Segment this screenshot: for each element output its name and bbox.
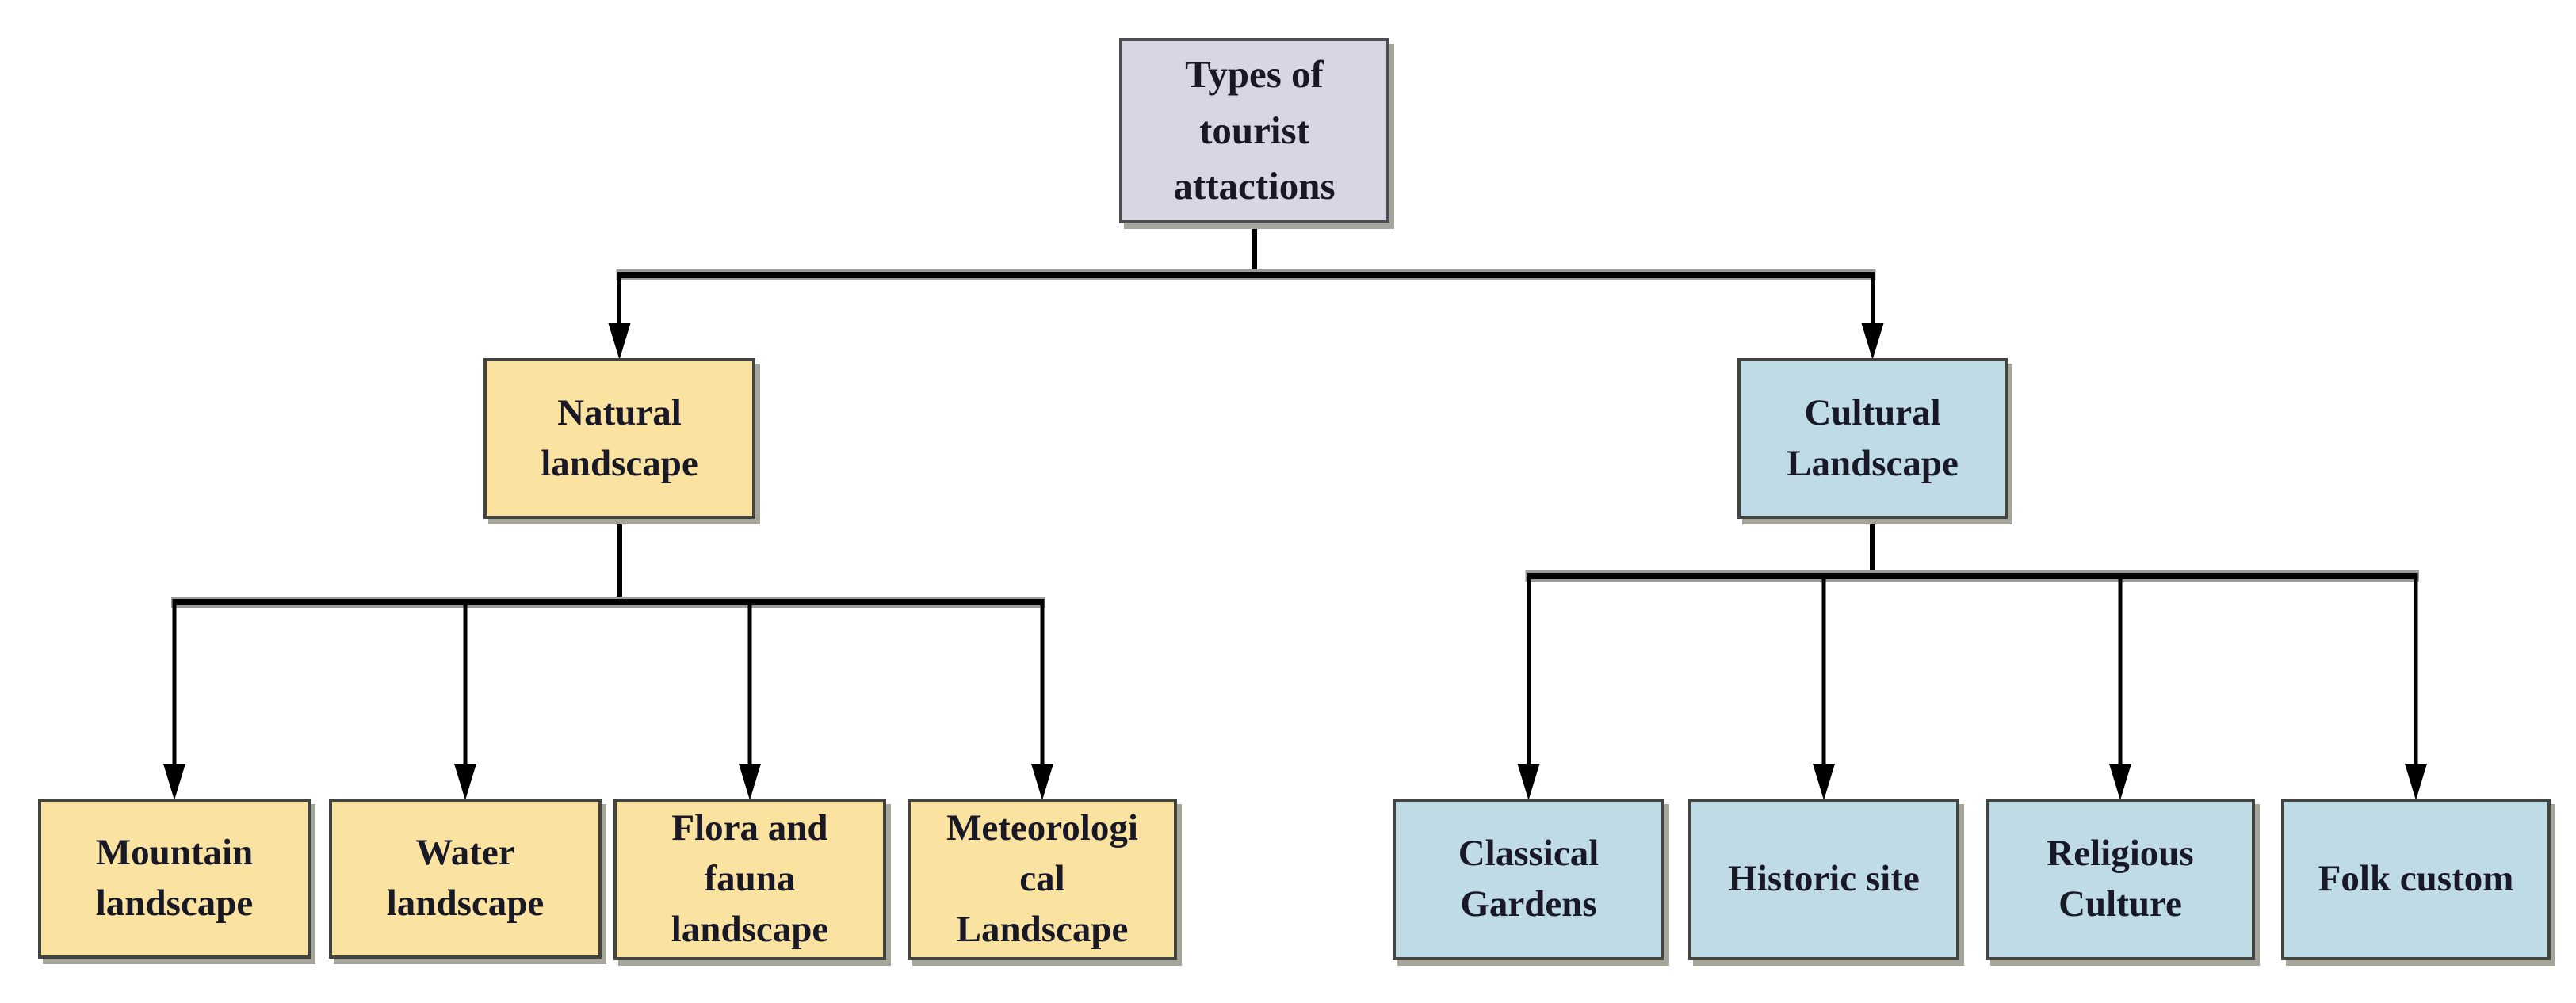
node-meteorological-label-line: Meteorologi: [946, 807, 1138, 849]
node-folk: Folk custom: [2281, 799, 2551, 960]
node-classical-label-line: Classical: [1458, 833, 1599, 875]
node-water: Water landscape: [329, 799, 602, 959]
node-mountain-label-line: landscape: [95, 883, 254, 924]
node-water-label-line: Water: [415, 832, 515, 874]
arrowhead-meteorological: [1031, 764, 1053, 800]
arrowhead-flora: [739, 764, 761, 800]
node-flora-label-line: fauna: [704, 858, 796, 900]
arrowhead-classical: [1517, 764, 1540, 800]
node-religious-label-line: Culture: [2058, 883, 2182, 925]
arrowhead-mountain: [163, 764, 185, 800]
node-meteorological-label-line: cal: [1019, 858, 1065, 900]
node-natural-label-line: landscape: [541, 442, 698, 484]
node-root-label-line: attactions: [1173, 164, 1336, 208]
node-flora-label-line: landscape: [671, 908, 829, 950]
node-root: Types of tourist attactions: [1119, 38, 1389, 223]
arrowhead-folk: [2405, 764, 2427, 800]
arrowhead-natural: [608, 323, 631, 360]
arrowhead-water: [454, 764, 476, 800]
node-natural: Natural landscape: [483, 358, 755, 519]
node-historic: Historic site: [1688, 799, 1959, 960]
arrowhead-religious: [2109, 764, 2131, 800]
node-water-label-line: landscape: [386, 883, 545, 924]
node-mountain: Mountain landscape: [38, 799, 311, 959]
node-classical-label-line: Gardens: [1460, 883, 1597, 925]
node-root-label-line: tourist: [1199, 108, 1309, 152]
node-natural-label-line: Natural: [557, 391, 682, 433]
node-meteorological-label-line: Landscape: [956, 908, 1129, 950]
node-cultural-label-line: Cultural: [1804, 391, 1941, 433]
arrowhead-cultural: [1861, 323, 1884, 360]
arrowhead-historic: [1813, 764, 1835, 800]
node-religious-label-line: Religious: [2047, 833, 2194, 875]
node-root-label-line: Types of: [1185, 52, 1324, 97]
node-flora: Flora and fauna landscape: [613, 799, 886, 960]
node-flora-label-line: Flora and: [671, 807, 828, 849]
node-cultural-label-line: Landscape: [1787, 442, 1959, 484]
node-historic-label-line: Historic site: [1728, 858, 1920, 900]
node-mountain-label-line: Mountain: [95, 832, 254, 874]
node-folk-label-line: Folk custom: [2318, 858, 2514, 900]
